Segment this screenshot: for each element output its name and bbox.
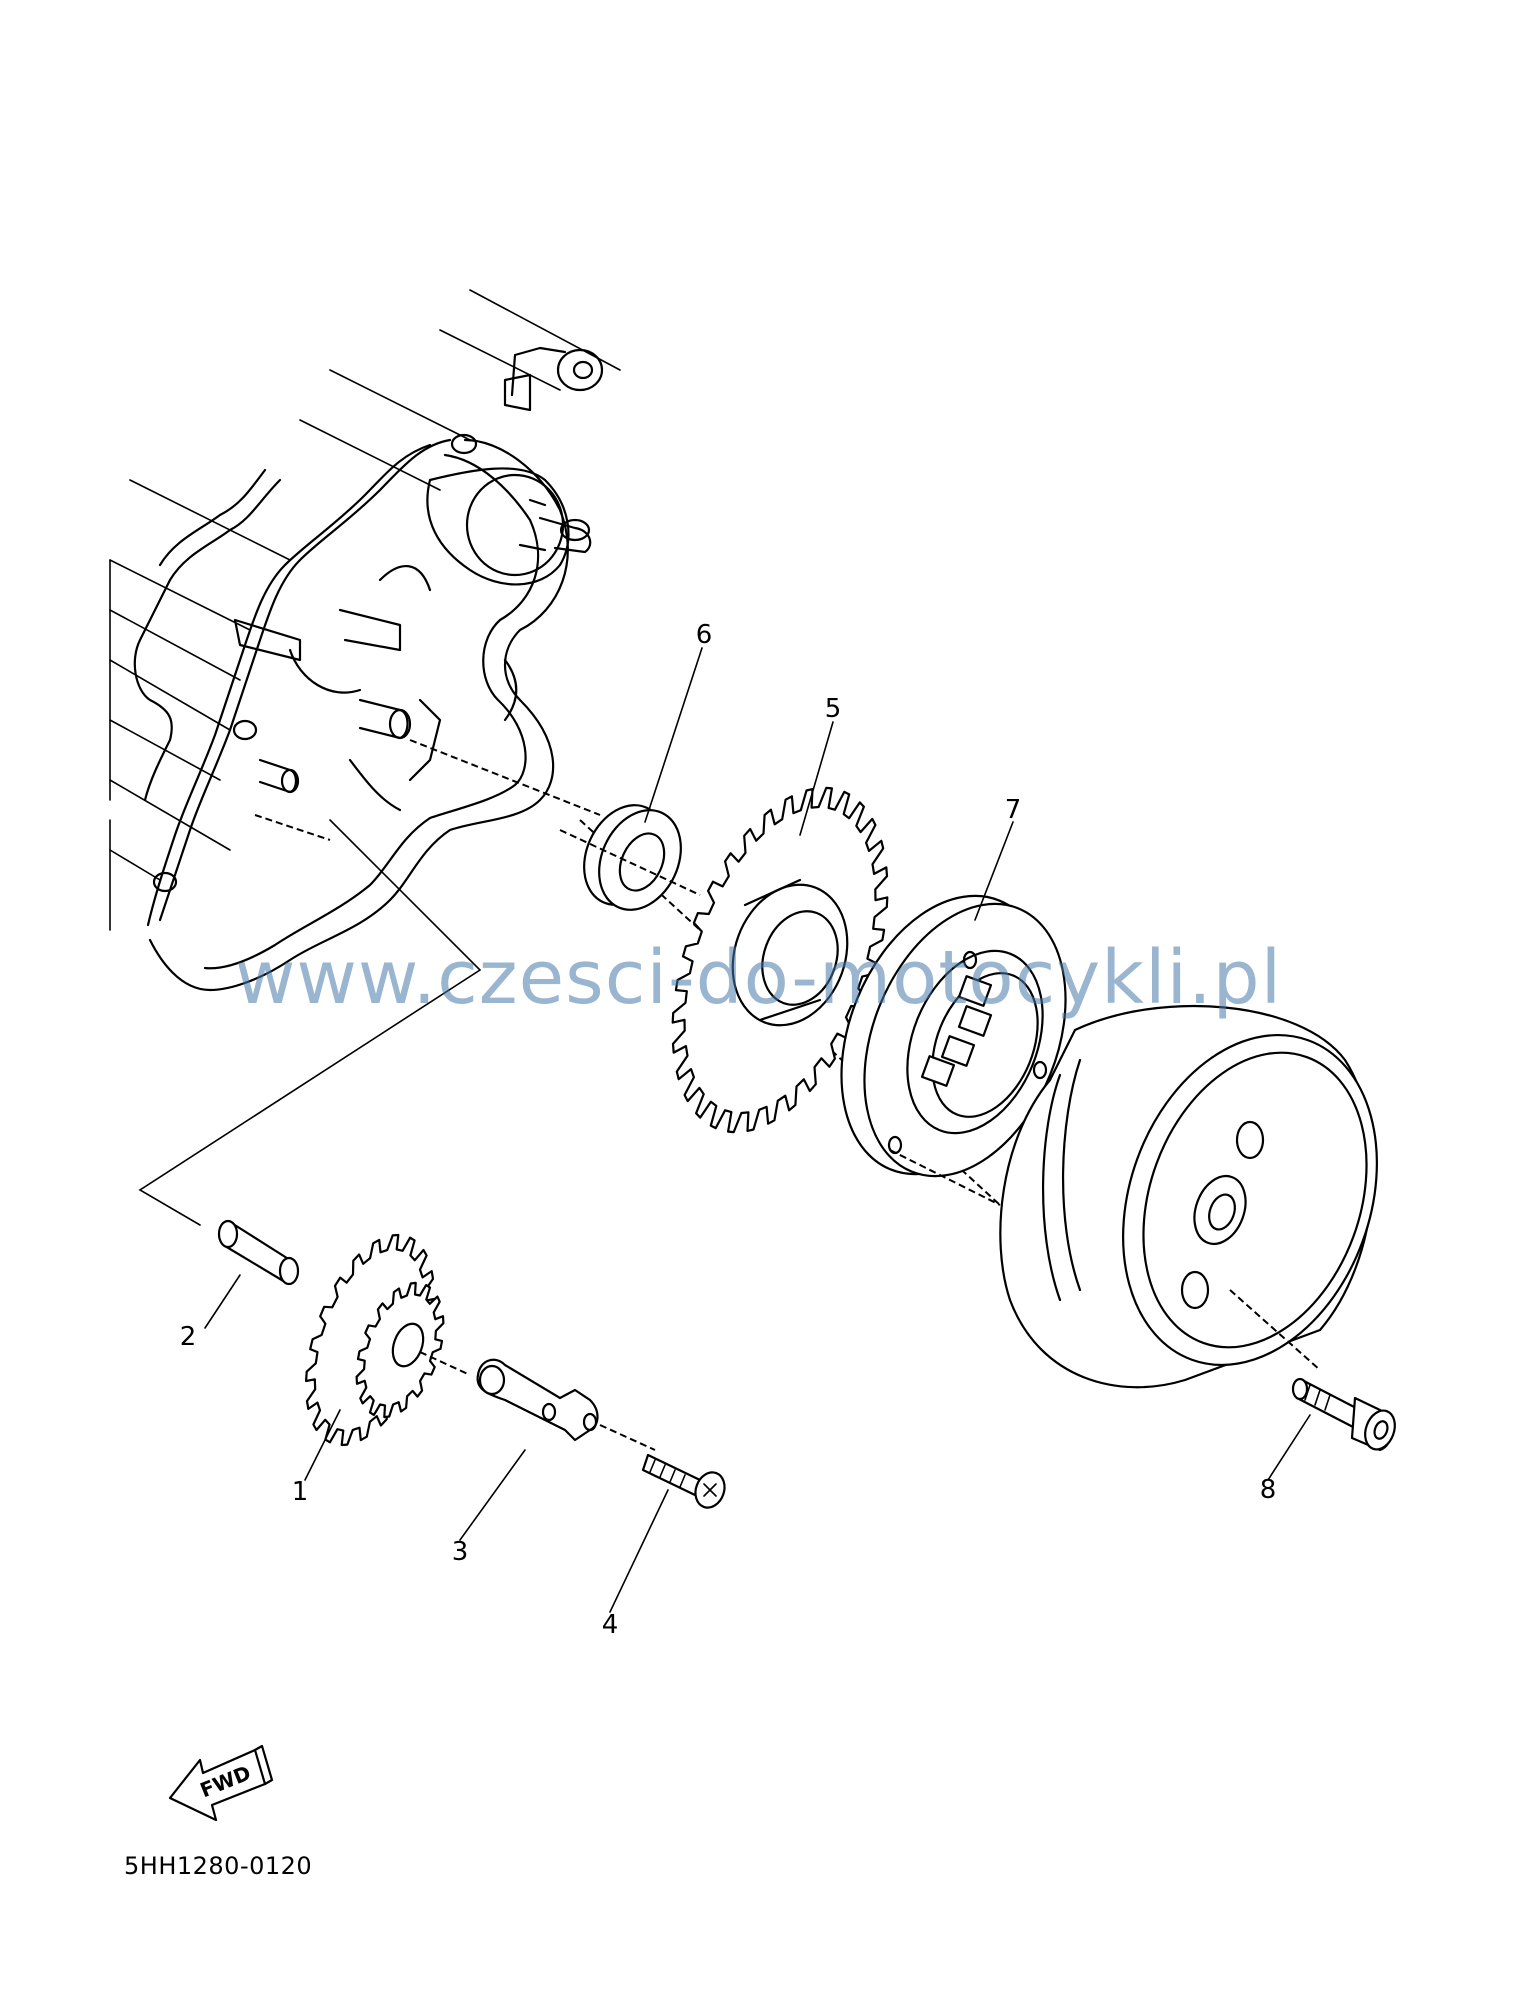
- callout-1: 1: [292, 1477, 309, 1507]
- part-3-bracket: [476, 1358, 656, 1451]
- crankcase-cover: [109, 289, 621, 992]
- callout-2: 2: [180, 1322, 197, 1352]
- part-6-washer: [559, 804, 701, 911]
- diagram-code: 5HH1280-0120: [124, 1852, 313, 1880]
- part-8-bolt: [1291, 1377, 1396, 1452]
- part-5-gear: [671, 786, 889, 1134]
- callout-7: 7: [1005, 795, 1022, 825]
- part-7-starter-clutch: [840, 894, 1067, 1206]
- callout-4: 4: [602, 1610, 619, 1640]
- part-4-screw: [641, 1453, 726, 1509]
- part-1-double-gear: [305, 1233, 471, 1447]
- assembly-leader-line: [138, 819, 482, 1226]
- callout-3: 3: [452, 1537, 469, 1567]
- fwd-arrow-icon: FWD: [168, 1744, 274, 1822]
- flywheel-rotor: [999, 1004, 1378, 1389]
- callout-leaders: [204, 647, 1311, 1613]
- part-2-pin: [217, 1219, 300, 1286]
- callout-5: 5: [825, 694, 842, 724]
- callout-6: 6: [696, 620, 713, 650]
- callout-8: 8: [1260, 1475, 1277, 1505]
